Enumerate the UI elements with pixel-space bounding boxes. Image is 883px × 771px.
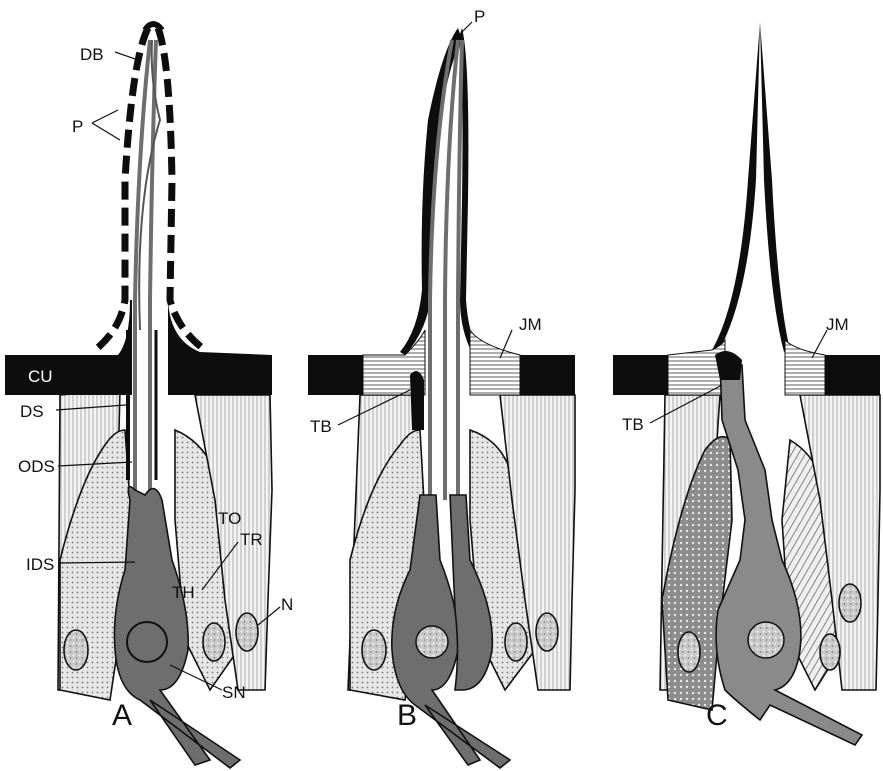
label-ids: IDS (26, 555, 54, 574)
label-db: DB (80, 45, 104, 64)
tubular-body (410, 371, 424, 430)
label-to: TO (218, 509, 241, 528)
label-sn: SN (222, 683, 246, 702)
hair-tip (145, 24, 162, 30)
cuticle (520, 355, 575, 395)
nucleus (536, 613, 558, 651)
label-jm: JM (826, 315, 849, 334)
cuticle (168, 300, 272, 395)
hair-wall (158, 28, 205, 350)
cuticle (825, 355, 880, 395)
cuticle (5, 300, 132, 395)
label-tr: TR (240, 530, 263, 549)
panel-letter-c: C (706, 699, 728, 732)
nucleus (236, 613, 258, 651)
nucleus (678, 632, 700, 672)
hair-shaft (712, 22, 760, 352)
label-th: TH (172, 583, 195, 602)
label-ds: DS (20, 402, 44, 421)
label-tb: TB (622, 415, 644, 434)
neuron-nucleus (416, 626, 448, 658)
nucleus (362, 630, 386, 670)
cuticle (308, 355, 363, 395)
panel-c: JM TB C (613, 22, 880, 745)
label-tb: TB (310, 417, 332, 436)
label-ods: ODS (18, 457, 55, 476)
neuron-nucleus (748, 622, 784, 658)
joint-membrane (470, 330, 520, 395)
panel-a: DB P CU DS ODS IDS TO TR TH N SN A (5, 24, 293, 768)
hair-shaft (760, 22, 790, 352)
label-p: P (474, 7, 485, 26)
cuticle (613, 355, 668, 395)
joint-membrane (785, 340, 825, 395)
nucleus (64, 630, 88, 670)
label-jm: JM (519, 315, 542, 334)
nucleus (820, 634, 840, 670)
nucleus (203, 623, 225, 661)
label-cu: CU (28, 367, 53, 386)
label-p: P (72, 117, 83, 136)
joint-membrane (668, 340, 725, 395)
panel-b: P JM TB B (308, 7, 575, 768)
dendrite (135, 40, 150, 500)
nucleus (839, 584, 861, 622)
nucleus (505, 623, 527, 661)
panel-letter-b: B (397, 699, 417, 732)
label-n: N (281, 595, 293, 614)
panel-letter-a: A (112, 699, 132, 732)
